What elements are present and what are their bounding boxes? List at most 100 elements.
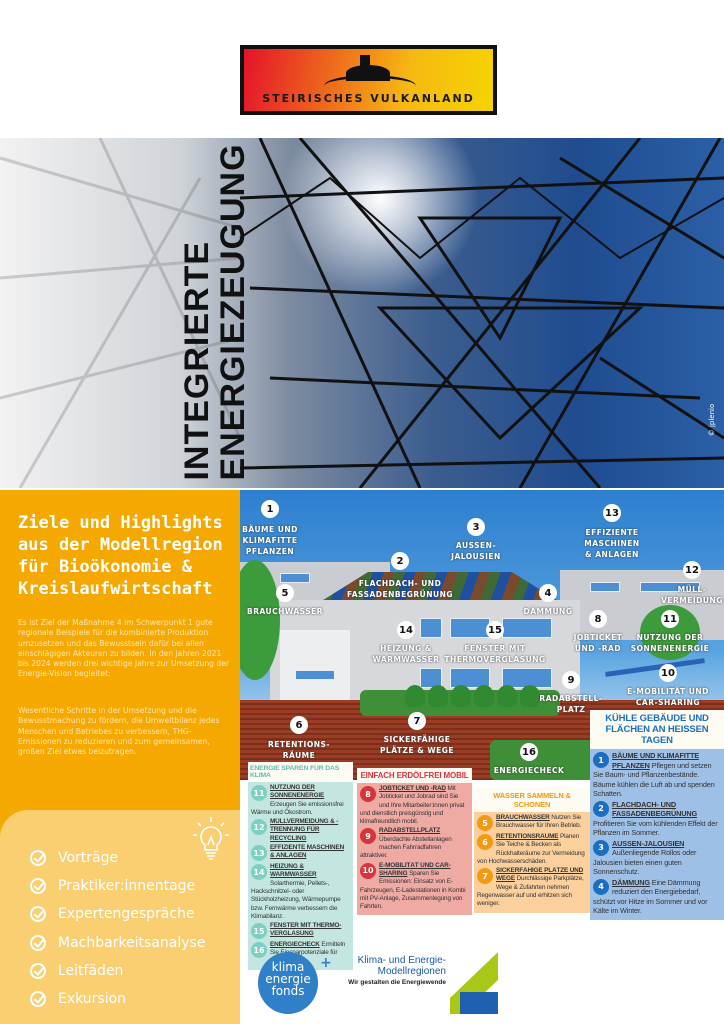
item-title: JOBTICKET UND -RAD <box>379 785 446 792</box>
item-text: Sparen Sie Emissionen: Einsatz von E-Fah… <box>360 869 466 911</box>
highlight-label: Leitfäden <box>58 962 124 979</box>
kem-line: Modellregionen <box>377 966 446 977</box>
window <box>502 618 552 638</box>
number-badge: 7 <box>477 868 493 885</box>
item-title: RETENTIONSRÄUME <box>496 833 559 840</box>
intro-paragraph-1: Es ist Ziel der Maßnahme 4 im Schwerpunk… <box>18 618 230 679</box>
item-title: FENSTER MIT THERMO-VERGLASUNG <box>270 922 342 938</box>
number-badge: 1 <box>593 752 609 768</box>
lightbulb-icon <box>193 817 229 860</box>
check-icon <box>30 962 46 979</box>
item-text: Außenliegende Rollos oder Jalousien biet… <box>593 848 697 876</box>
number-badge: 3 <box>593 839 609 856</box>
scene-number-badge: 1 <box>261 500 279 518</box>
window <box>450 618 490 638</box>
window <box>450 668 490 688</box>
check-icon <box>30 991 46 1008</box>
castle-icon <box>360 55 370 67</box>
box-header: KÜHLE GEBÄUDE UND FLÄCHEN AN HEISSEN TAG… <box>590 710 724 749</box>
item-text: Nutzen Sie Brauchwasser für Ihren Betrie… <box>496 814 582 830</box>
scene-number-badge: 10 <box>659 664 677 682</box>
number-badge: 15 <box>251 923 267 940</box>
number-badge: 2 <box>593 800 609 817</box>
list-item: Exkursion <box>30 985 205 1013</box>
item-text: Eine Dämmung reduziert den Energiebedarf… <box>593 877 708 916</box>
list-item: Vorträge <box>30 844 205 872</box>
number-badge: 11 <box>251 785 267 801</box>
scene-number-badge: 6 <box>290 716 308 734</box>
scene-number-badge: 13 <box>603 504 621 522</box>
hero-title: INTEGRIERTE ENERGIEZEUGUNG <box>178 143 252 480</box>
highlight-label: Expertengespräche <box>58 906 195 923</box>
window <box>420 618 442 638</box>
number-badge: 16 <box>251 942 267 959</box>
kef-line: klima <box>271 960 305 974</box>
green-roof <box>320 572 560 602</box>
item-text: Profitieren Sie vom kühlenden Effekt der… <box>593 818 718 838</box>
check-icon <box>30 906 46 923</box>
scene-number-badge: 3 <box>467 518 485 536</box>
kem-logo-text: Klima- und Energie- Modellregionen Wir g… <box>336 955 446 988</box>
list-item: Praktiker:innentage <box>30 872 205 900</box>
check-icon <box>30 850 46 867</box>
tree <box>240 560 280 680</box>
window <box>280 573 310 583</box>
item-title: EFFIZIENTE MASCHINEN & ANLAGEN <box>270 844 345 860</box>
box-header: EINFACH ERDÖLFREI MOBIL <box>357 768 472 783</box>
number-badge: 14 <box>251 864 267 881</box>
scene-number-badge: 16 <box>520 743 538 761</box>
scene-number-badge: 9 <box>562 671 580 689</box>
scene-label: RADABSTELL- PLATZ <box>539 694 603 714</box>
scene-number-badge: 5 <box>276 584 294 602</box>
highlight-label: Machbarkeitsanalyse <box>58 934 206 951</box>
number-badge: 5 <box>477 815 493 831</box>
kem-logo-mark <box>450 952 498 1014</box>
intro-paragraph-2: Wesentliche Schritte in der Umsetzung un… <box>18 706 220 757</box>
window <box>590 582 620 592</box>
number-badge: 6 <box>477 834 493 850</box>
kem-tagline: Wir gestalten die Energiewende <box>348 979 446 986</box>
number-badge: 12 <box>251 819 267 836</box>
box-cool-buildings: KÜHLE GEBÄUDE UND FLÄCHEN AN HEISSEN TAG… <box>590 710 724 920</box>
scene-number-badge: 7 <box>408 712 426 730</box>
item-title: BRAUCHWASSER <box>496 814 550 821</box>
kem-line: Klima- und Energie- <box>357 955 446 966</box>
number-badge: 8 <box>360 786 376 802</box>
item-title: FLACHDACH- UND FASSADENBEGRÜNUNG <box>612 799 698 819</box>
highlights-panel: Vorträge Praktiker:innentage Expertenges… <box>0 810 240 1024</box>
item-text: Erzeugen Sie emissionsfrei Wärme und Öko… <box>251 800 344 816</box>
list-item: Expertengespräche <box>30 900 205 928</box>
list-item: Machbarkeitsanalyse <box>30 929 205 957</box>
item-title: MÜLLVERMEIDUNG & -TRENNUNG FÜR RECYCLING <box>270 818 339 842</box>
scene-number-badge: 15 <box>486 621 504 639</box>
number-badge: 10 <box>360 862 376 879</box>
item-title: BÄUME UND KLIMAFITTE PFLANZEN <box>612 751 699 770</box>
item-text: Planen Sie Teiche & Becken als Rückhalte… <box>477 833 585 865</box>
item-title: RADABSTELLPLATZ <box>379 827 441 835</box>
scene-label: JOBTICKET UND -RAD <box>573 633 623 653</box>
item-title: AUSSEN-JALOUSIEN <box>612 838 685 848</box>
scene-number-badge: 14 <box>397 621 415 639</box>
item-text: Mit Jobticket und Jobrad sind Sie und Ih… <box>360 785 465 826</box>
number-badge: 13 <box>251 845 267 862</box>
photo-credit: © jplenio <box>708 403 716 437</box>
scene-label: RETENTIONS- RÄUME <box>268 740 330 760</box>
highlights-list: Vorträge Praktiker:innentage Expertenges… <box>30 844 205 1013</box>
scene-label: DÄMMUNG <box>523 607 573 616</box>
scene-label: FENSTER MIT THERMOVERGLASUNG <box>444 644 546 664</box>
scene-label: MÜLL- VERMEIDUNG <box>661 585 723 605</box>
